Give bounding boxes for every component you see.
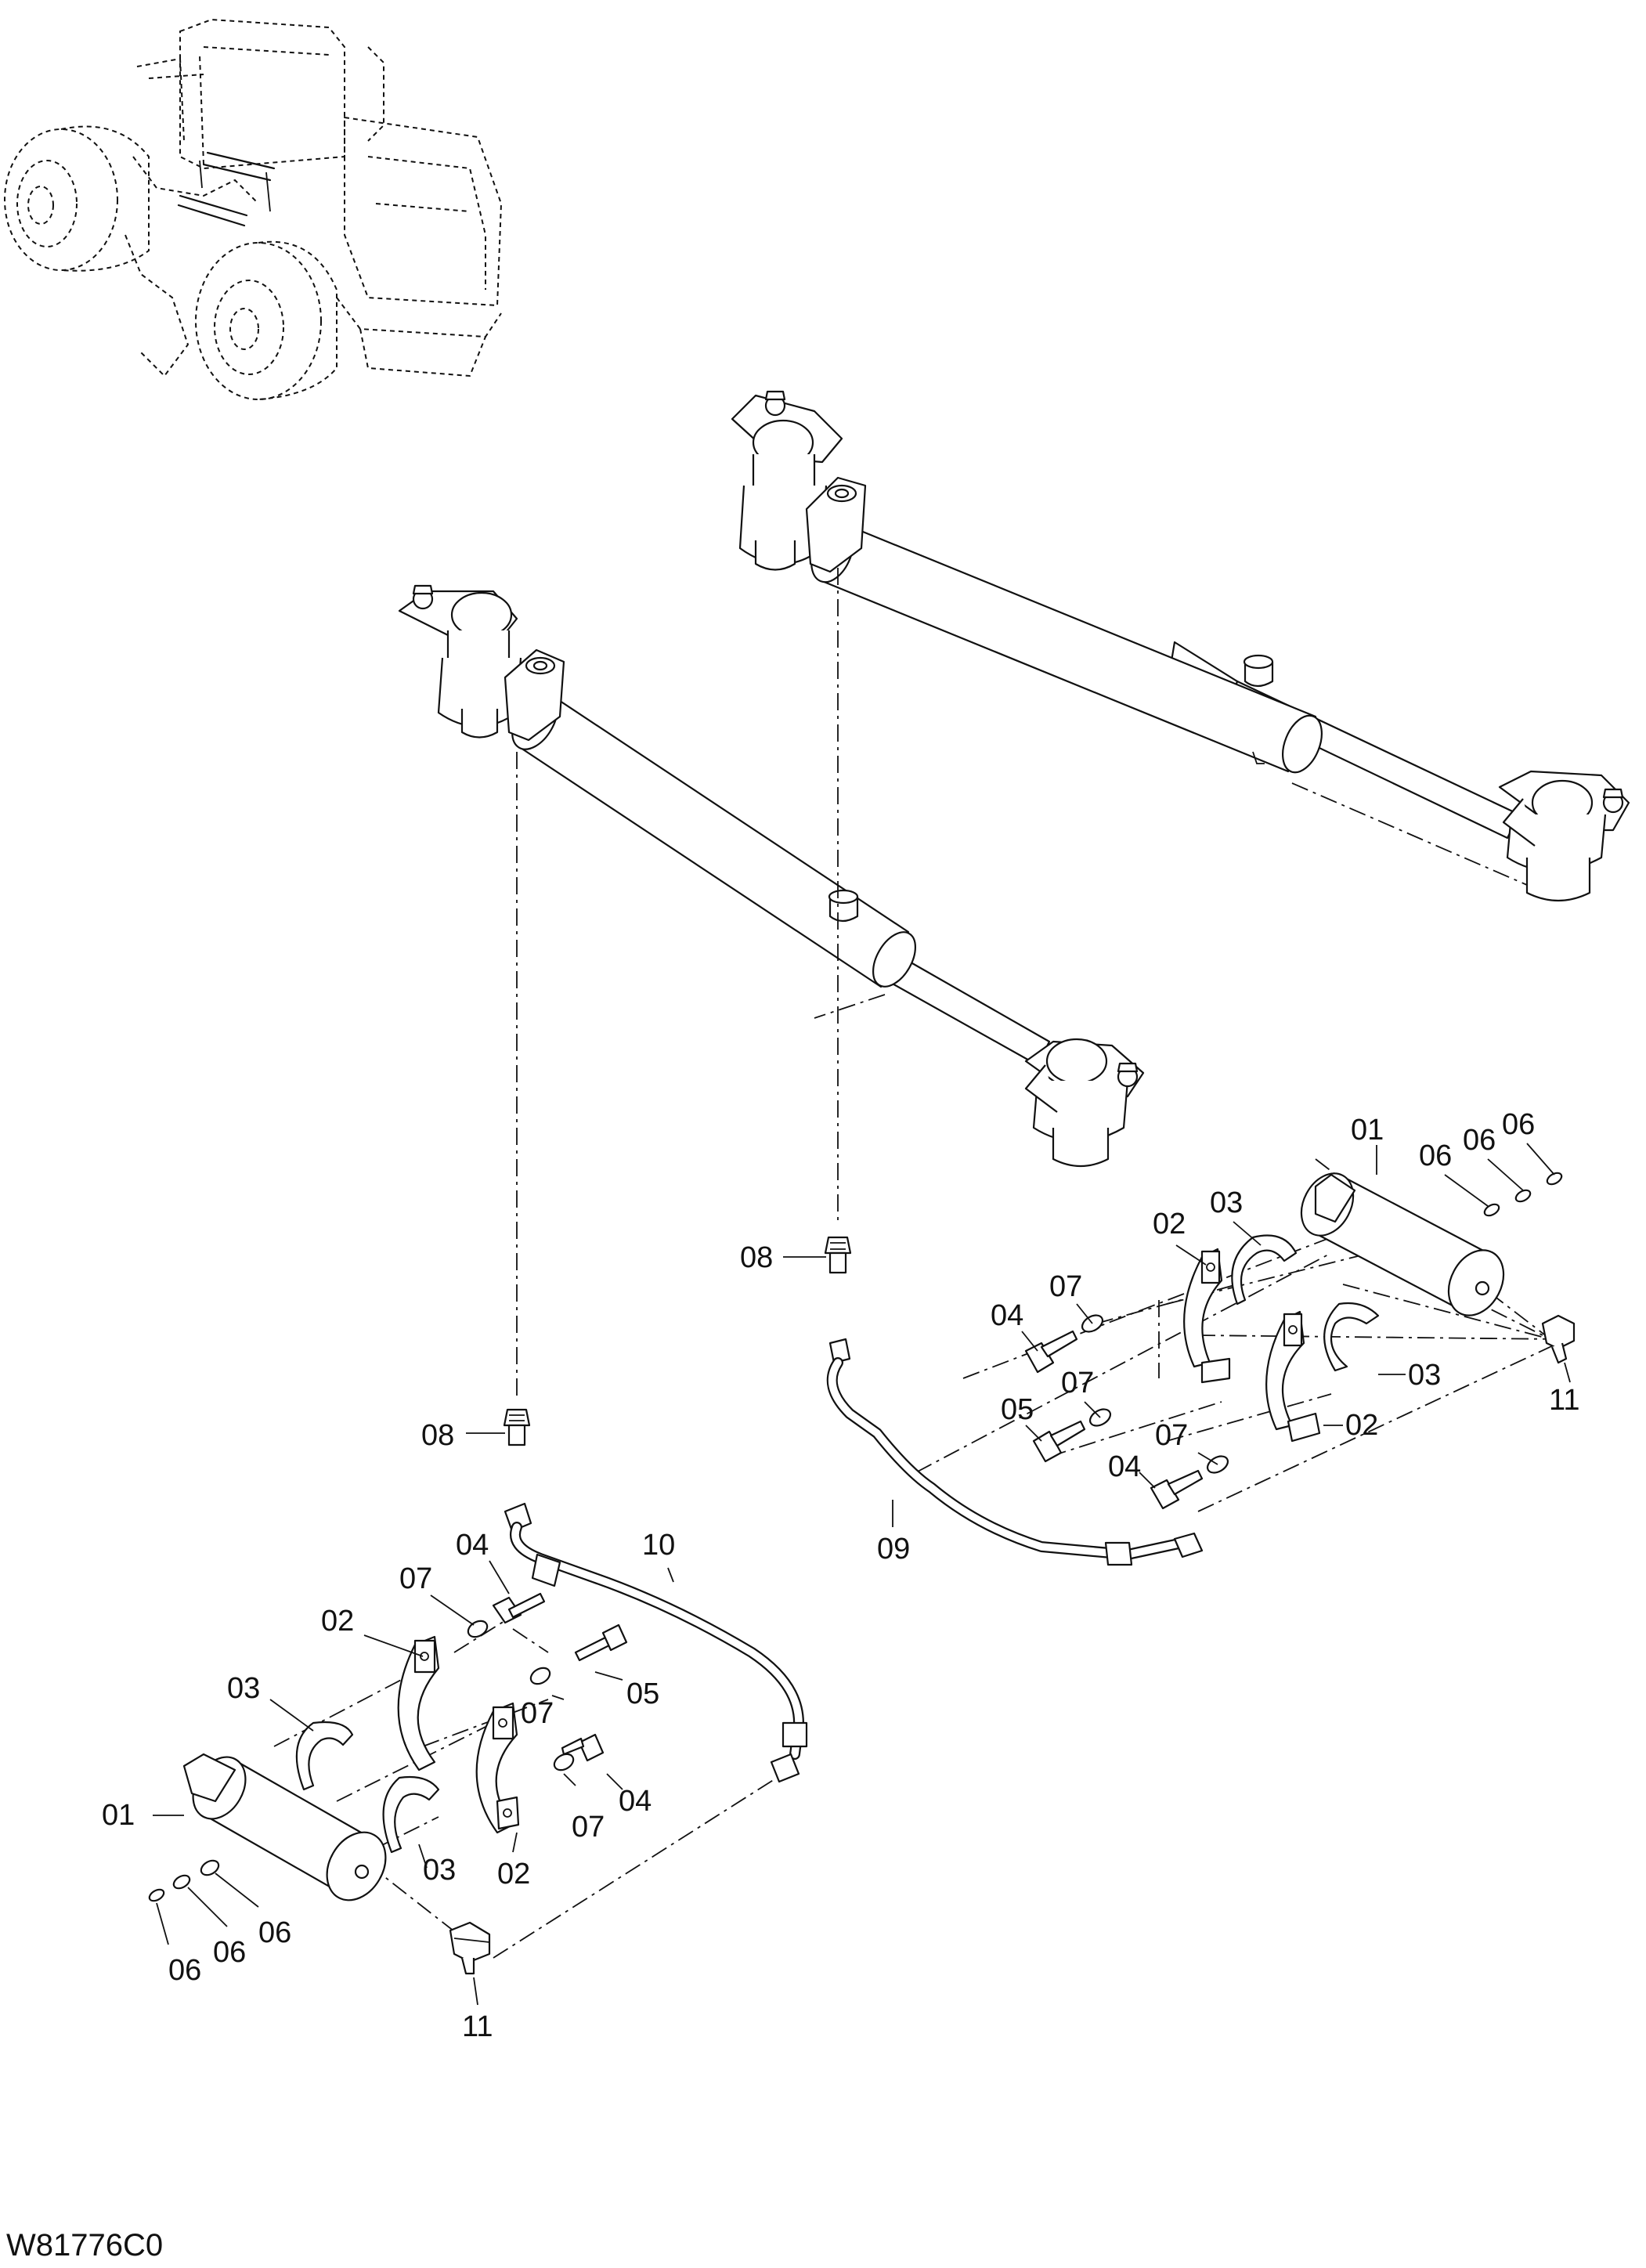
callout-06-left-1: 06 xyxy=(168,1954,201,1987)
callout-07-left-1: 07 xyxy=(399,1562,432,1595)
centre-lines xyxy=(273,568,1559,1959)
callout-labels: 01 02 03 06 06 06 07 04 07 05 07 04 03 0… xyxy=(102,1108,1579,2043)
callout-10: 10 xyxy=(642,1529,675,1562)
right-steering-cylinder xyxy=(731,390,1630,902)
hose-09 xyxy=(826,1338,1204,1566)
callout-02-left-1: 02 xyxy=(321,1605,354,1638)
callout-06-right-1: 06 xyxy=(1419,1139,1452,1172)
callout-06-left-3: 06 xyxy=(258,1916,291,1949)
callout-01-left: 01 xyxy=(102,1799,135,1832)
callout-02-right-1: 02 xyxy=(1153,1208,1186,1241)
callout-03-right-2: 03 xyxy=(1408,1359,1441,1392)
callout-01-right: 01 xyxy=(1351,1114,1384,1147)
callout-06-right-3: 06 xyxy=(1502,1108,1535,1141)
callout-03-left-1: 03 xyxy=(227,1672,260,1705)
drawing-code: W81776C0 xyxy=(6,2228,163,2263)
left-steering-cylinder xyxy=(398,584,1145,1167)
callout-06-left-2: 06 xyxy=(213,1936,246,1969)
callout-03-left-2: 03 xyxy=(423,1854,456,1887)
left-accumulator-assembly xyxy=(148,1408,808,1975)
callout-02-left-2: 02 xyxy=(497,1858,530,1891)
callout-04-left-2: 04 xyxy=(619,1785,652,1818)
callout-02-right-2: 02 xyxy=(1345,1409,1378,1442)
callout-06-right-2: 06 xyxy=(1463,1124,1496,1157)
machine-thumbnail xyxy=(4,18,503,400)
callout-04-right-2: 04 xyxy=(1108,1450,1141,1483)
callout-08-left: 08 xyxy=(421,1419,454,1452)
right-adapter-08 xyxy=(824,1236,852,1274)
callout-11-right: 11 xyxy=(1549,1384,1579,1417)
callout-07-right-2: 07 xyxy=(1061,1367,1094,1399)
callout-07-left-2: 07 xyxy=(521,1697,554,1730)
callout-07-left-3: 07 xyxy=(572,1811,605,1844)
callout-04-right-1: 04 xyxy=(991,1299,1023,1332)
callout-07-right-1: 07 xyxy=(1049,1270,1082,1303)
callout-03-right-1: 03 xyxy=(1210,1186,1243,1219)
callout-09: 09 xyxy=(877,1533,910,1566)
leader-lines xyxy=(153,1143,1571,2006)
callout-04-left-1: 04 xyxy=(456,1529,489,1562)
callout-05-right: 05 xyxy=(1001,1393,1034,1426)
callout-11-left: 11 xyxy=(462,2010,493,2043)
callout-07-right-3: 07 xyxy=(1155,1419,1188,1452)
callout-05-left: 05 xyxy=(626,1678,659,1710)
right-accumulator-assembly xyxy=(1024,1172,1576,1510)
callout-08-right: 08 xyxy=(740,1241,773,1274)
